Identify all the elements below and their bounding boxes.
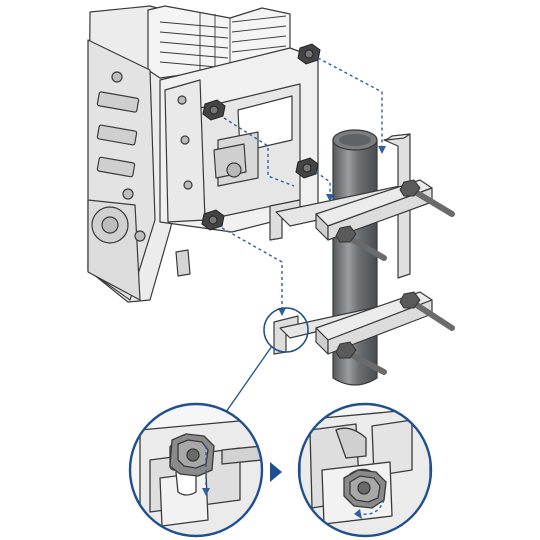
nut-top-right-icon: [297, 43, 321, 65]
lower-threaded-rods: [335, 291, 455, 375]
nut-bottom-right-icon: [295, 157, 319, 179]
mount-nuts: [201, 43, 321, 231]
callout-marker: [225, 307, 309, 413]
upper-threaded-rods: [335, 179, 455, 261]
alignment-guides: [221, 57, 383, 310]
nut-bottom-left-icon: [201, 209, 225, 231]
detail-after: [297, 402, 433, 538]
right-triangle-icon: [270, 462, 282, 482]
detail-before: [128, 402, 264, 538]
guide-arrowheads: [278, 146, 386, 316]
device-mount-plate: [159, 47, 319, 233]
nut-top-left-icon: [202, 99, 226, 121]
